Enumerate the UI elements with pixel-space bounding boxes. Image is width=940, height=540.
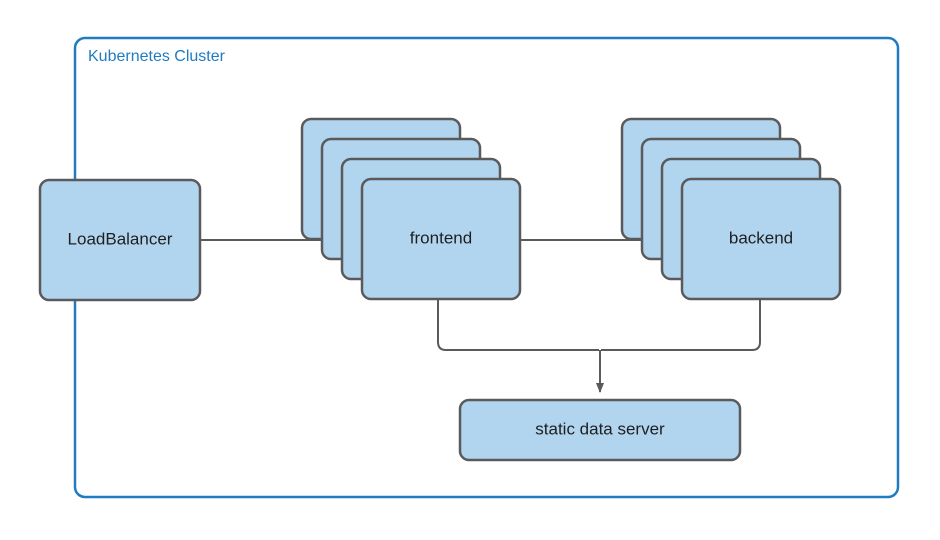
- edge-line: [437, 299, 599, 351]
- cluster-label: Kubernetes Cluster: [88, 48, 226, 65]
- node-shape: [680, 177, 842, 301]
- node-label-backend: backend: [729, 228, 793, 247]
- node-static-data-server[interactable]: static data server: [458, 398, 742, 462]
- node-shape: [38, 178, 202, 302]
- node-backend[interactable]: backend: [620, 117, 842, 301]
- edge-line: [601, 299, 761, 351]
- node-shape: [458, 398, 742, 462]
- node-shape: [360, 177, 522, 301]
- node-loadbalancer[interactable]: LoadBalancer: [38, 178, 202, 302]
- node-label-static-data-server: static data server: [535, 419, 665, 438]
- node-frontend[interactable]: frontend: [300, 117, 522, 301]
- edge-frontend-to-static-data-server[interactable]: [437, 299, 599, 351]
- edge-backend-to-static-data-server[interactable]: [601, 299, 761, 351]
- node-label-loadbalancer: LoadBalancer: [68, 229, 173, 248]
- node-label-frontend: frontend: [410, 228, 472, 247]
